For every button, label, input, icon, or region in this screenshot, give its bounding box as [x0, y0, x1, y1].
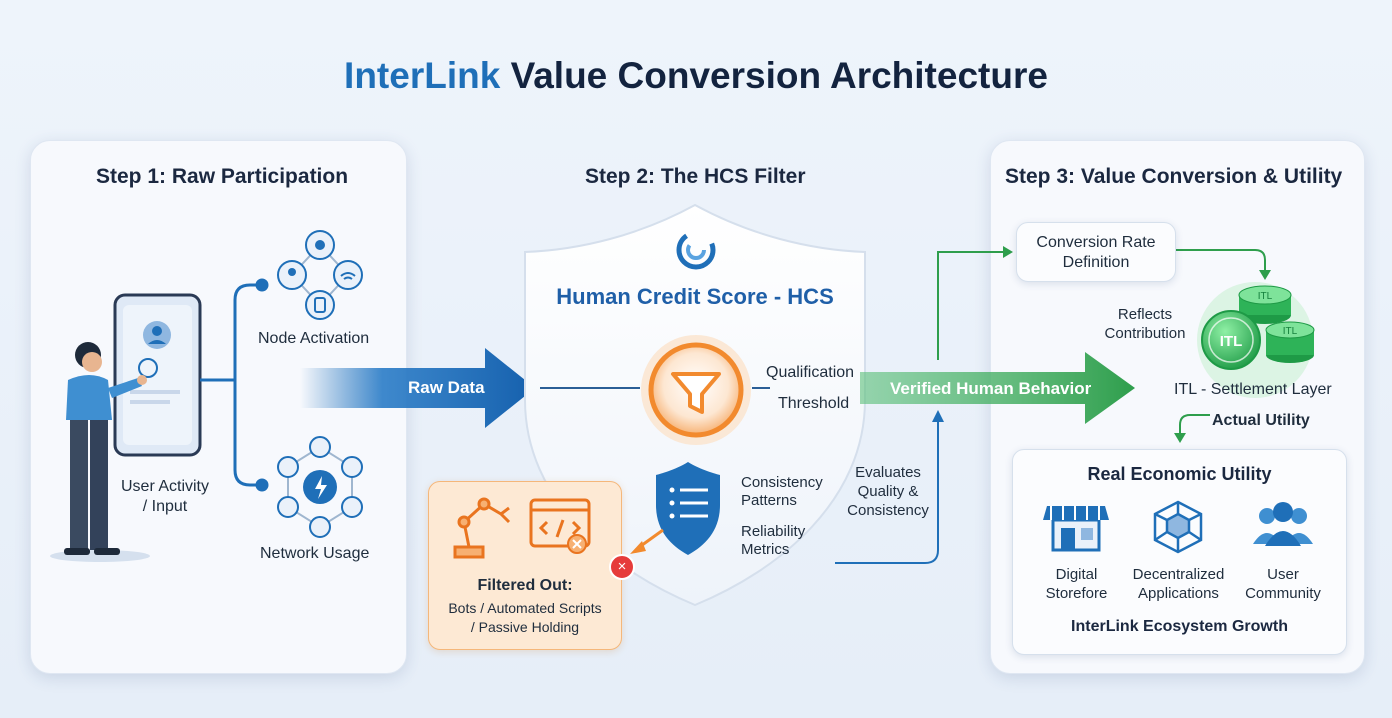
threshold-label: Threshold	[778, 395, 850, 412]
ecosystem-growth-label: InterLink Ecosystem Growth	[1071, 618, 1288, 635]
step1-title: Step 1: Raw Participation	[96, 165, 349, 188]
qualification-label: Qualification	[766, 364, 855, 381]
utility-item-dapps: Decentralized Applications	[1132, 566, 1225, 602]
phone-illustration	[113, 293, 202, 457]
consistency-label: Consistency Patterns	[741, 474, 823, 509]
bot-script-icons	[453, 497, 591, 559]
raw-data-arrow	[300, 348, 535, 428]
node-activation-icon	[277, 230, 363, 320]
itl-coins-icon: ITL ITL ITL	[1197, 282, 1315, 398]
dapp-cube-icon	[1153, 500, 1203, 554]
itl-settlement-label: ITL - Settlement Layer	[1174, 381, 1332, 398]
page-title: InterLink Value Conversion Architecture	[0, 55, 1392, 97]
utility-item-community: User Community	[1245, 566, 1321, 602]
coin-top-label: ITL	[1258, 291, 1273, 302]
real-utility-box: Real Economic Utility Digital Storefore …	[1012, 449, 1347, 655]
reflects-label: Reflects Contribution	[1104, 306, 1186, 342]
verified-arrow	[860, 352, 1135, 424]
hcs-logo-icon	[676, 230, 716, 270]
real-utility-title: Real Economic Utility	[1087, 464, 1272, 484]
node-activation-label: Node Activation	[258, 330, 370, 347]
branch-lines	[200, 278, 269, 492]
reliability-label: Reliability Metrics	[741, 523, 806, 558]
community-icon	[1253, 502, 1313, 546]
conversion-rate-box: Conversion Rate Definition	[1016, 222, 1176, 282]
network-usage-icon	[277, 436, 363, 538]
step2-title: Step 2: The HCS Filter	[585, 165, 806, 188]
filtered-text: Bots / Automated Scripts / Passive Holdi…	[448, 600, 602, 635]
coin-side-label: ITL	[1283, 326, 1298, 337]
checklist-shield-icon	[656, 462, 720, 555]
actual-utility-label: Actual Utility	[1212, 412, 1310, 429]
evaluates-label: Evaluates Quality & Consistency	[847, 464, 929, 519]
raw-data-label: Raw Data	[408, 378, 485, 397]
coin-main-label: ITL	[1220, 333, 1243, 350]
utility-icons	[1043, 500, 1313, 554]
title-main: Value Conversion Architecture	[510, 55, 1048, 96]
title-brand: InterLink	[344, 55, 501, 96]
network-usage-label: Network Usage	[260, 545, 370, 562]
storefront-icon	[1043, 506, 1109, 552]
filtered-out-box: Filtered Out: Bots / Automated Scripts /…	[428, 481, 622, 650]
hcs-title: Human Credit Score - HCS	[556, 284, 834, 309]
person-illustration	[50, 342, 150, 562]
utility-item-storefront: Digital Storefore	[1045, 566, 1108, 602]
step3-title: Step 3: Value Conversion & Utility	[1005, 165, 1343, 188]
verified-label: Verified Human Behavior	[890, 379, 1092, 398]
funnel-icon	[641, 335, 751, 445]
filtered-title: Filtered Out:	[477, 577, 573, 594]
reject-icon: ×	[609, 554, 635, 580]
user-activity-label: User Activity / Input	[120, 478, 209, 515]
